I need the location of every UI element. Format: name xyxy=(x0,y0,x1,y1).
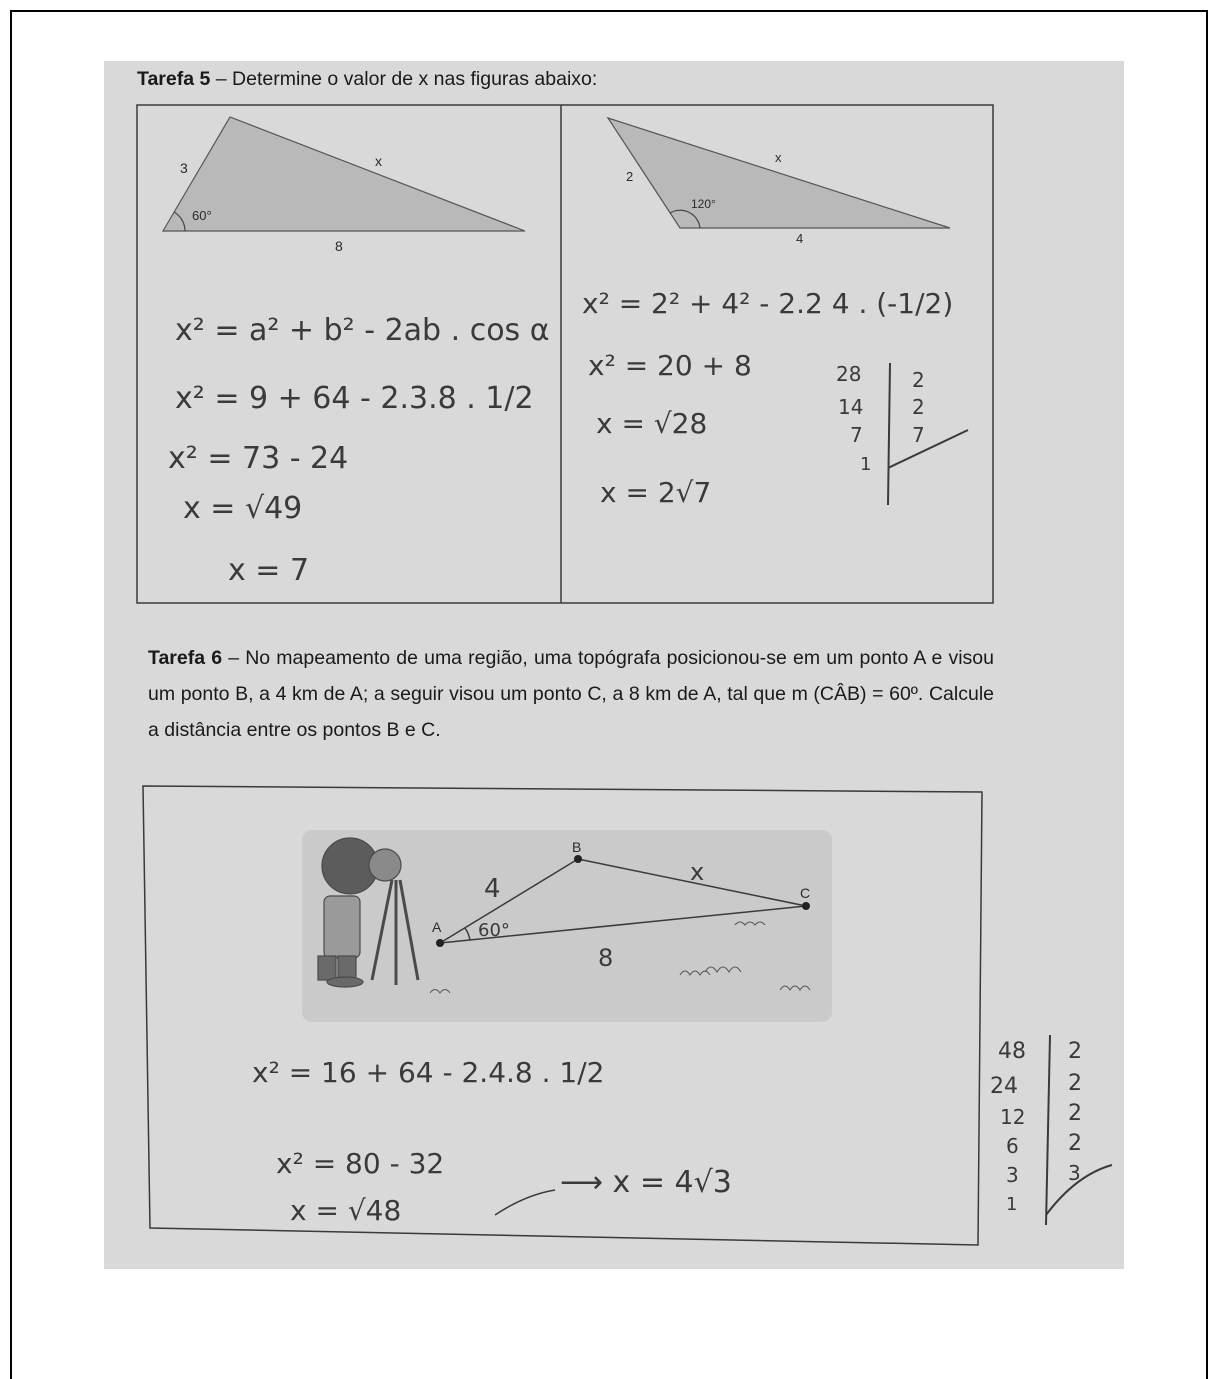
triangle-2 xyxy=(606,116,951,229)
svg-text:24: 24 xyxy=(990,1074,1018,1099)
point-c xyxy=(802,902,810,910)
page-frame xyxy=(10,10,1208,1379)
t2-base: 4 xyxy=(796,231,803,246)
work-left-5: x = 7 xyxy=(228,553,309,588)
t1-side-x: x xyxy=(375,153,382,169)
factorization-48: 48 24 12 6 3 1 2 2 2 2 3 xyxy=(990,1034,1113,1226)
tarefa5-heading: Tarefa 5 – Determine o valor de x nas fi… xyxy=(137,68,598,90)
triangle-1-angle-arc xyxy=(173,211,186,232)
svg-text:2: 2 xyxy=(1068,1071,1082,1096)
point-a xyxy=(436,939,444,947)
work-right-1: x² = 2² + 4² - 2.2 4 . (-1/2) xyxy=(582,287,953,320)
svg-text:1: 1 xyxy=(1006,1194,1017,1215)
svg-text:48: 48 xyxy=(998,1039,1026,1064)
t1-side-a: 3 xyxy=(180,160,188,176)
work6-4: ⟶ x = 4√3 xyxy=(560,1165,732,1200)
svg-text:2: 2 xyxy=(1068,1101,1082,1126)
svg-text:3: 3 xyxy=(1006,1163,1019,1187)
work-left-3: x² = 73 - 24 xyxy=(168,441,348,476)
svg-text:2: 2 xyxy=(1068,1131,1082,1156)
svg-text:12: 12 xyxy=(1000,1105,1025,1129)
tarefa6-statement: Tarefa 6 – No mapeamento de uma região, … xyxy=(148,647,994,741)
tarefa6-box xyxy=(142,785,983,1246)
svg-text:7: 7 xyxy=(850,423,863,447)
work-right-2: x² = 20 + 8 xyxy=(588,349,752,382)
work-left-4: x = √49 xyxy=(183,491,302,526)
work6-2: x² = 80 - 32 xyxy=(276,1147,444,1180)
tarefa5-box xyxy=(136,104,994,604)
hw-ab: 4 xyxy=(484,874,501,904)
svg-text:3: 3 xyxy=(1068,1161,1081,1185)
work-left-2: x² = 9 + 64 - 2.3.8 . 1/2 xyxy=(175,381,534,416)
svg-text:2: 2 xyxy=(1068,1039,1082,1064)
hw-angle: 60° xyxy=(478,920,510,941)
grass-tufts xyxy=(429,921,811,994)
work-right-3: x = √28 xyxy=(596,407,707,440)
svg-text:2: 2 xyxy=(912,395,925,419)
surveyor-icon xyxy=(317,837,420,988)
svg-text:7: 7 xyxy=(912,423,925,447)
label-a: A xyxy=(432,919,442,935)
svg-text:14: 14 xyxy=(838,395,863,419)
factorization-28: 28 14 7 1 2 2 7 xyxy=(836,362,969,506)
svg-text:2: 2 xyxy=(912,368,925,392)
angle-a-arc xyxy=(464,927,471,941)
triangle-2-angle-arc xyxy=(669,209,701,229)
work6-1: x² = 16 + 64 - 2.4.8 . 1/2 xyxy=(252,1056,605,1089)
svg-text:1: 1 xyxy=(860,454,871,475)
t2-angle: 120° xyxy=(691,197,716,211)
svg-text:6: 6 xyxy=(1006,1134,1019,1158)
point-b xyxy=(574,855,582,863)
worksheet-photo xyxy=(104,61,1124,1269)
t1-base: 8 xyxy=(335,238,343,254)
label-c: C xyxy=(800,885,810,901)
svg-text:28: 28 xyxy=(836,362,861,386)
t1-angle: 60° xyxy=(192,208,212,223)
hw-bc: x xyxy=(690,858,704,886)
triangle-1 xyxy=(161,116,526,232)
t2-side-x: x xyxy=(775,150,782,165)
work-left-1: x² = a² + b² - 2ab . cos α xyxy=(175,313,550,348)
hw-ac: 8 xyxy=(598,944,613,972)
work6-arrow-curve xyxy=(494,1189,556,1216)
label-b: B xyxy=(572,839,581,855)
triangle-abc xyxy=(436,855,810,947)
work-right-4: x = 2√7 xyxy=(600,476,711,509)
work6-3: x = √48 xyxy=(290,1194,401,1227)
t2-side-a: 2 xyxy=(626,169,633,184)
